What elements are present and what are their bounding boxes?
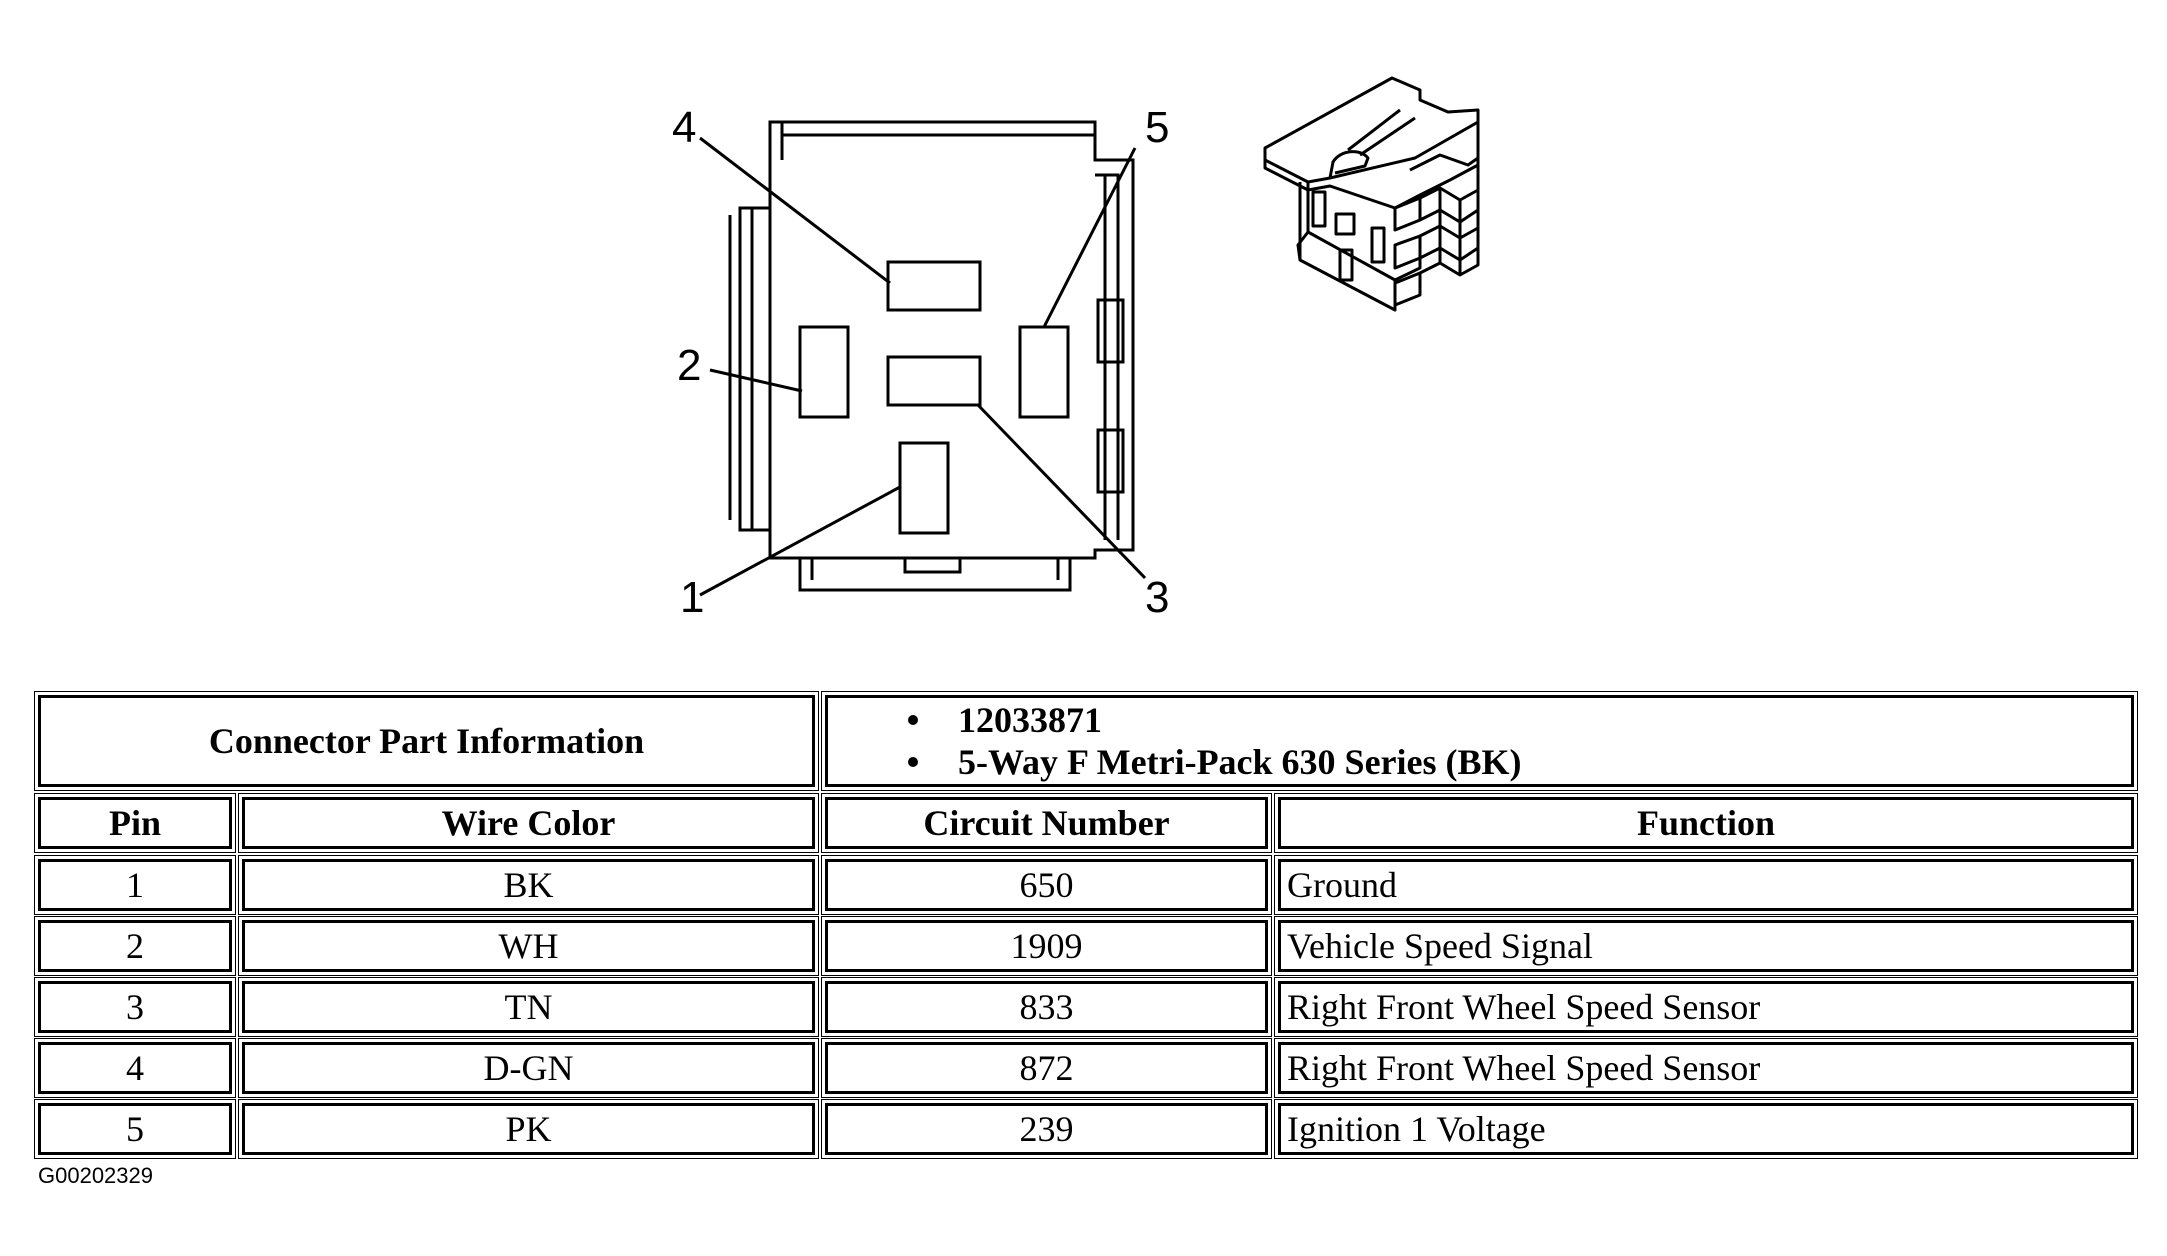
pin-callout-1: 1: [680, 573, 704, 622]
cell-function: Ignition 1 Voltage: [1274, 1099, 2138, 1159]
bullet-icon: [908, 757, 918, 767]
part-number: 12033871: [958, 700, 1102, 740]
pin-cavity-1: [898, 441, 950, 535]
connector-part-list: 12033871 5-Way F Metri-Pack 630 Series (…: [821, 691, 2138, 791]
leader-line-4: [699, 136, 891, 285]
header-pin: Pin: [34, 793, 236, 853]
cell-pin: 5: [34, 1099, 236, 1159]
latch-slot-lower: [1096, 428, 1125, 494]
cell-pin: 2: [34, 916, 236, 976]
cell-circuit-number: 1909: [821, 916, 1272, 976]
part-description: 5-Way F Metri-Pack 630 Series (BK): [958, 742, 1522, 782]
part-description-line: 5-Way F Metri-Pack 630 Series (BK): [908, 741, 1522, 783]
connector-3d-view: [1263, 76, 1480, 312]
cell-wire-color: WH: [238, 916, 819, 976]
cell-circuit-number: 833: [821, 977, 1272, 1037]
cell-function: Right Front Wheel Speed Sensor: [1274, 1038, 2138, 1098]
header-circuit-number: Circuit Number: [821, 793, 1272, 853]
pin-cavity-2: [798, 325, 850, 419]
cell-wire-color: TN: [238, 977, 819, 1037]
cell-pin: 1: [34, 855, 236, 915]
cell-wire-color: BK: [238, 855, 819, 915]
connector-top-ledge: [780, 122, 1095, 160]
cell-circuit-number: 650: [821, 855, 1272, 915]
latch-slot-upper: [1096, 298, 1125, 364]
pin-callout-2: 2: [677, 341, 701, 390]
connector-bottom-tab: [798, 558, 1072, 592]
cell-circuit-number: 239: [821, 1099, 1272, 1159]
pin-callout-5: 5: [1145, 103, 1169, 152]
figure-id: G00202329: [38, 1163, 153, 1188]
connector-part-info-heading: Connector Part Information: [34, 691, 819, 791]
leader-line-5: [1042, 147, 1137, 328]
leader-line-1: [699, 485, 901, 597]
cell-circuit-number: 872: [821, 1038, 1272, 1098]
cell-function: Ground: [1274, 855, 2138, 915]
connector-diagram: 4 5 2 1 3: [672, 76, 1480, 622]
leader-line-2: [709, 368, 803, 393]
pin-callout-3: 3: [1145, 573, 1169, 622]
pin-cavity-3: [886, 355, 982, 407]
cell-wire-color: PK: [238, 1099, 819, 1159]
cell-pin: 3: [34, 977, 236, 1037]
cell-function: Vehicle Speed Signal: [1274, 916, 2138, 976]
bullet-icon: [908, 715, 918, 725]
connector-table: Connector Part Information 12033871 5-Wa…: [34, 691, 2138, 1159]
pin-callout-4: 4: [672, 103, 696, 152]
bottom-key: [903, 556, 962, 574]
cell-function: Right Front Wheel Speed Sensor: [1274, 977, 2138, 1037]
leader-line-3: [976, 403, 1147, 580]
pin-cavity-4: [886, 260, 982, 312]
header-function: Function: [1274, 793, 2138, 853]
header-wire-color: Wire Color: [238, 793, 819, 853]
cell-pin: 4: [34, 1038, 236, 1098]
connector-left-rail: [728, 208, 772, 530]
part-number-line: 12033871: [908, 699, 1102, 741]
cell-wire-color: D-GN: [238, 1038, 819, 1098]
pin-cavity-5: [1018, 325, 1070, 419]
